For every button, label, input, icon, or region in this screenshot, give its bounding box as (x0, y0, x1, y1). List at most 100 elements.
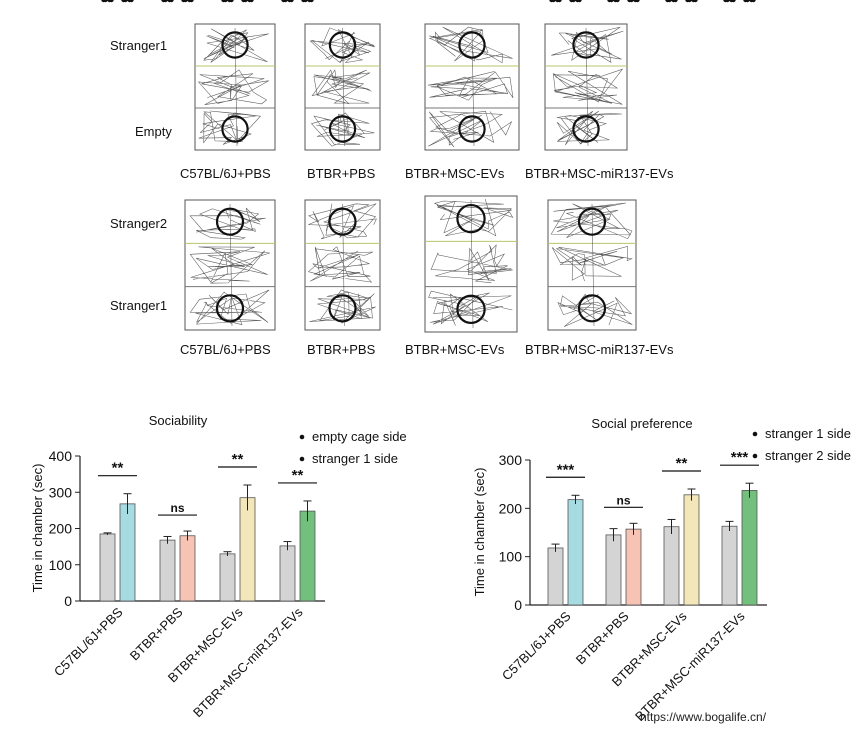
chart1-data-point (243, 0, 248, 3)
chart1-data-point (167, 0, 172, 3)
chart2-data-point (745, 0, 750, 3)
chart1-y-tick-label: 400 (49, 448, 73, 464)
chart1-bar-2-2 (179, 535, 196, 602)
cage-circle-bottom (215, 294, 245, 323)
chart2-bar-2-4 (741, 490, 758, 606)
chart2-data-point (551, 0, 556, 3)
chart2-bar-2-3 (683, 494, 700, 606)
track-arena-2 (304, 23, 381, 151)
chart2-data-point (725, 0, 730, 3)
chart1-data-point (287, 0, 292, 3)
chart1-x-tick-label: BTBR+PBS (127, 604, 186, 663)
chart1-data-point (187, 0, 192, 3)
chart1-x-tick-label: C57BL/6J+PBS (51, 604, 126, 679)
chart2-title: Social preference (591, 416, 692, 431)
row2-top-label: Stranger2 (110, 216, 168, 231)
chart2-data-point (691, 0, 696, 3)
track-arena-8 (547, 199, 637, 331)
chart2-legend-marker (752, 431, 758, 437)
movement-trace (197, 27, 269, 147)
row2-group-label-2: BTBR+PBS (307, 342, 376, 357)
row2-group-label-1: C57BL/6J+PBS (180, 342, 271, 357)
chart2-bar-1-1 (547, 547, 564, 606)
chart1-legend-marker (299, 434, 305, 440)
chart1-data-point (283, 0, 288, 3)
chart2-data-point (571, 0, 576, 3)
chart1-bar-1-2 (159, 539, 176, 602)
chart2-significance-label: ns (616, 493, 630, 507)
cage-circle-top (221, 31, 249, 59)
track-arena-6 (304, 199, 381, 331)
row1-group-label-2: BTBR+PBS (307, 166, 376, 181)
chart1-significance-label: ** (292, 467, 304, 484)
cage-circle-bottom (458, 115, 486, 143)
track-arena-5 (184, 199, 276, 331)
chart1-bar-1-3 (219, 553, 236, 602)
chart2-y-tick-label: 100 (499, 549, 523, 565)
chart1-data-point (223, 0, 228, 3)
row1-group-label-4: BTBR+MSC-miR137-EVs (525, 166, 674, 181)
chart1-data-point (227, 0, 232, 3)
movement-trace (307, 203, 377, 327)
chart1-y-tick-label: 200 (49, 521, 73, 537)
chart2-significance-label: *** (557, 461, 575, 478)
chart1-data-point (307, 0, 312, 3)
chart1-y-tick-label: 300 (49, 484, 73, 500)
cage-circle-bottom (572, 115, 600, 143)
chart1-bar-1-4 (279, 545, 296, 602)
chart2-x-tick-label: C57BL/6J+PBS (499, 608, 574, 683)
chart2-y-tick-label: 300 (499, 452, 523, 468)
chart1-data-point (107, 0, 112, 3)
chart2-legend-label: stranger 1 side (765, 426, 851, 441)
chart2-legend-marker (752, 453, 758, 459)
chart1-x-tick-label: BTBR+MSC-miR137-EVs (190, 604, 306, 720)
chart2-data-point (609, 0, 614, 3)
chart1-data-point (123, 0, 128, 3)
cage-circle-bottom (221, 115, 249, 143)
chart2-bar-1-2 (605, 534, 622, 606)
cage-circle-bottom (456, 294, 486, 325)
cage-circle-top (328, 207, 357, 236)
chart2-data-point (729, 0, 734, 3)
chart1-significance-label: ** (112, 460, 124, 477)
cage-circle-top (456, 203, 486, 234)
chart2-data-point (687, 0, 692, 3)
row2-group-label-3: BTBR+MSC-EVs (405, 342, 505, 357)
cage-circle-top (215, 207, 245, 236)
movement-trace (427, 26, 514, 148)
chart1-bar-2-1 (119, 503, 136, 602)
cage-circle-bottom (577, 294, 607, 323)
cage-circle-bottom (328, 294, 357, 323)
chart1-data-point (163, 0, 168, 3)
movement-trace (428, 199, 514, 329)
chart2-legend-label: stranger 2 side (765, 448, 851, 463)
row2-group-label-4: BTBR+MSC-miR137-EVs (525, 342, 674, 357)
cage-circle-top (328, 31, 357, 59)
track-arena-4 (544, 23, 628, 151)
movement-trace (551, 26, 624, 147)
chart1-legend-marker (299, 456, 305, 462)
row2-bottom-label: Stranger1 (110, 298, 168, 313)
chart2-bar-1-4 (721, 525, 738, 606)
chart2-y-tick-label: 200 (499, 500, 523, 516)
chart1-bar-2-4 (299, 510, 316, 602)
row1-top-label: Stranger1 (110, 38, 168, 53)
chart1-y-tick-label: 100 (49, 557, 73, 573)
chart2-data-point (613, 0, 618, 3)
chart2-data-point (671, 0, 676, 3)
chart1-data-point (303, 0, 308, 3)
track-arena-3 (424, 23, 520, 151)
cage-circle-top (577, 207, 607, 236)
chart2-bar-1-3 (663, 526, 680, 606)
chart2-x-tick-label: BTBR+MSC-miR137-EVs (632, 608, 748, 724)
chart2-y-tick-label: 0 (514, 597, 522, 613)
row1-group-label-1: C57BL/6J+PBS (180, 166, 271, 181)
watermark-text: https://www.bogalife.cn/ (640, 710, 767, 724)
chart1-significance-label: ns (170, 501, 184, 515)
movement-trace (309, 27, 376, 147)
cage-circle-top (458, 31, 486, 59)
cage-circle-top (572, 31, 600, 59)
row1-group-label-3: BTBR+MSC-EVs (405, 166, 505, 181)
chart1-legend-label: empty cage side (312, 429, 407, 444)
